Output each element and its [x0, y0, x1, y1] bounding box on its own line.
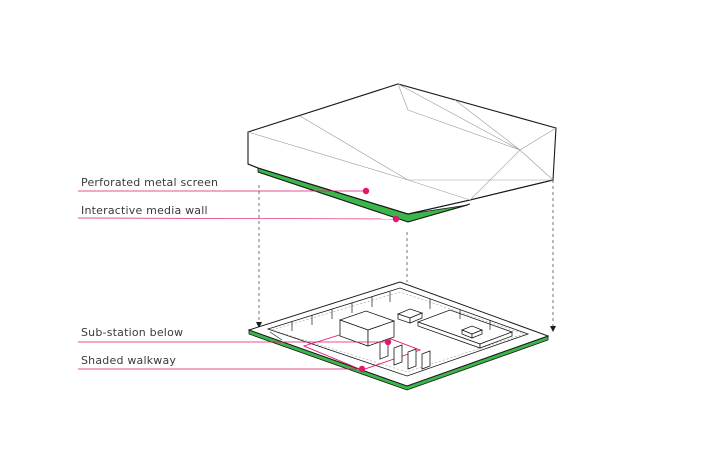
projection-lines	[258, 180, 554, 326]
label-interactive-media-wall: Interactive media wall	[81, 204, 208, 217]
ground-slab	[247, 281, 550, 387]
arrow-left	[256, 322, 262, 328]
substation-block	[338, 310, 396, 347]
ground-plan	[247, 281, 550, 391]
canopy-top	[247, 83, 557, 215]
leader-line-interactive-media-wall	[77, 217, 397, 220]
arrow-right	[550, 326, 556, 332]
callout-dot-shaded-walkway	[358, 365, 366, 373]
callout-dot-sub-station-below	[384, 338, 392, 346]
label-sub-station-below: Sub-station below	[81, 326, 184, 339]
projection-arrows	[256, 322, 556, 332]
box-upper	[396, 308, 424, 324]
platform-right	[416, 309, 514, 349]
label-shaded-walkway: Shaded walkway	[81, 354, 177, 367]
callout-dot-perforated-metal-screen	[362, 187, 370, 195]
roof-canopy	[247, 83, 557, 223]
callout-dot-interactive-media-wall	[392, 215, 400, 223]
fin-walls	[291, 292, 491, 331]
canopy-facets	[247, 83, 557, 201]
callout-leaders	[77, 187, 400, 373]
label-perforated-metal-screen: Perforated metal screen	[81, 176, 219, 189]
